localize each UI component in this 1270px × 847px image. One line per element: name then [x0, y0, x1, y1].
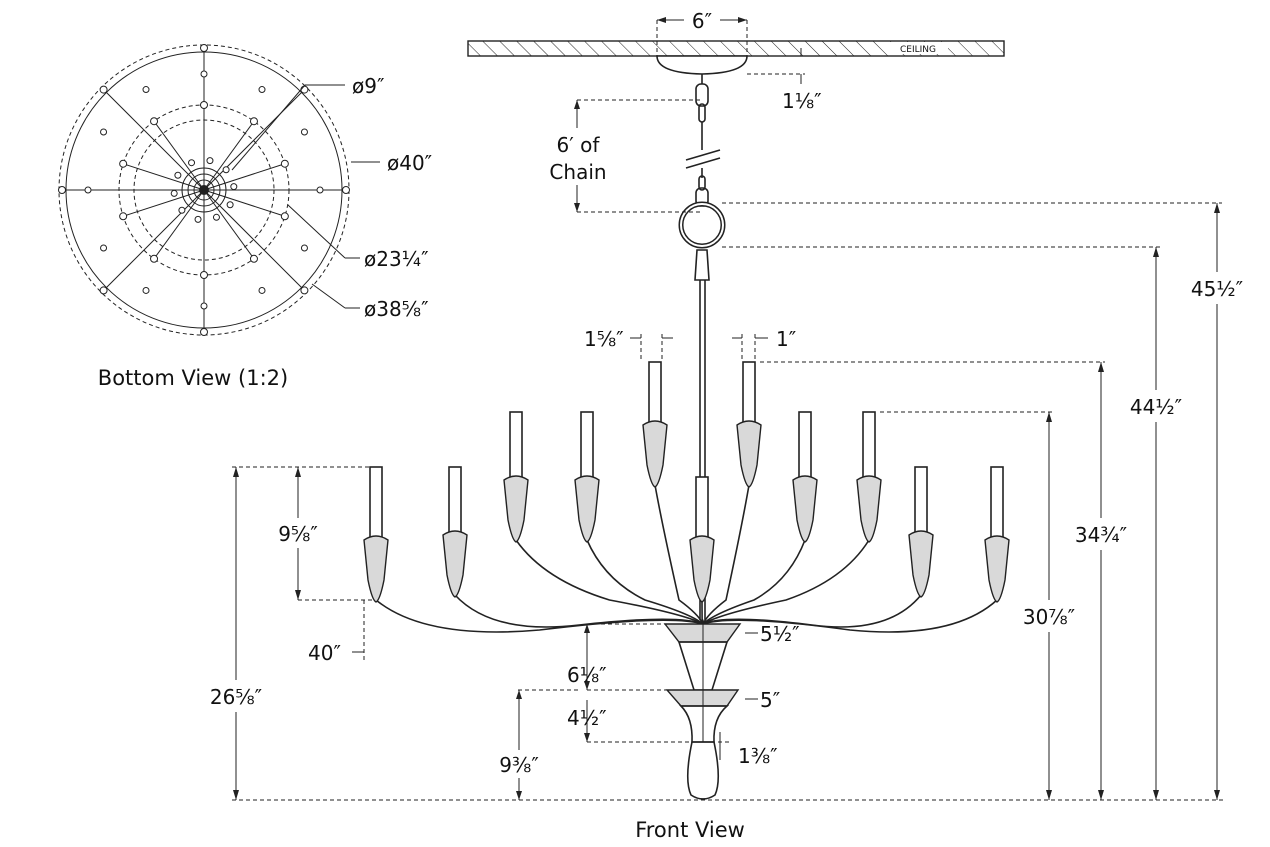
arm: [654, 484, 704, 625]
front-view-title: Front View: [635, 818, 745, 842]
outer-socket-dot: [58, 186, 66, 194]
spoke-inner: [153, 189, 205, 260]
ceiling-label: CEILING: [900, 45, 936, 55]
inner-socket-dot: [119, 212, 128, 221]
canopy: [656, 55, 748, 75]
arm: [454, 594, 704, 628]
outer-socket-dot: [300, 286, 309, 295]
dim-cup-to-finial: 4½″: [567, 706, 607, 730]
chain: [678, 74, 726, 281]
socket-cup: [689, 535, 715, 603]
bottom-view-spokes: [58, 44, 350, 336]
arm: [702, 539, 806, 625]
dim-canopy-width: 6″: [692, 9, 712, 33]
leader-38: [311, 283, 346, 309]
arms: [375, 484, 998, 633]
dim-label-40-dia: ø40″: [387, 151, 432, 175]
dim-bottom-section: 9⅜″: [499, 753, 539, 777]
arm: [375, 599, 704, 633]
spoke-outer: [103, 89, 205, 191]
chain-label-line1: 6′ of: [557, 133, 601, 157]
socket-cup: [363, 535, 389, 603]
upper-cup: [663, 623, 742, 691]
dim-second-tier-height: 30⅞″: [1023, 605, 1075, 629]
spoke-inner: [203, 189, 285, 217]
socket-cup: [442, 530, 468, 598]
outer-socket-dot: [99, 286, 108, 295]
inner-socket-dot: [200, 101, 208, 109]
spoke-inner: [123, 163, 205, 191]
leader-9: [231, 84, 306, 171]
inner-socket-dot: [249, 254, 258, 263]
outer-socket-dot: [200, 44, 208, 52]
spoke-outer: [103, 189, 205, 291]
socket-cup: [642, 420, 668, 488]
socket-cup: [574, 475, 600, 543]
arm: [702, 484, 750, 625]
inner-socket-dot: [249, 117, 258, 126]
inner-socket-dot: [280, 159, 289, 168]
spoke-inner: [203, 189, 255, 260]
dim-overall-height: 45½″: [1191, 277, 1243, 301]
dim-candle-height: 9⅝″: [278, 522, 318, 546]
sockets: [363, 361, 1010, 603]
spoke-outer: [203, 89, 305, 191]
arm: [702, 599, 998, 633]
dim-span: 40″: [308, 641, 341, 665]
front-view: CEILING 6″ 1⅛″: [204, 8, 1249, 842]
outer-socket-dot: [300, 85, 309, 94]
dim-finial: 1⅜″: [738, 744, 778, 768]
dim-label-9: ø9″: [352, 74, 384, 98]
socket-cup: [908, 530, 934, 598]
chain-label-line2: Chain: [549, 160, 606, 184]
socket-cup: [984, 535, 1010, 603]
leader-23: [287, 204, 346, 259]
inner-socket-dot: [150, 254, 159, 263]
dim-lower-tier-height: 26⅝″: [210, 685, 262, 709]
dim-label-38: ø38⅝″: [364, 297, 429, 321]
arm: [702, 539, 870, 625]
spoke-outer: [203, 189, 305, 291]
inner-socket-dot: [280, 212, 289, 221]
finial: [686, 741, 720, 800]
dim-lower-cup: 5″: [760, 688, 780, 712]
bottom-view: ø9″ ø40″ ø23¼″ ø38⅝″ Bottom View (1:2): [58, 44, 432, 390]
socket-cup: [856, 475, 882, 543]
spoke-inner: [123, 189, 205, 217]
socket-cup: [736, 420, 762, 488]
lower-cup: [665, 689, 740, 743]
outer-socket-dot: [342, 186, 350, 194]
inner-socket-dot: [200, 271, 208, 279]
arm: [515, 539, 704, 625]
arm: [702, 594, 922, 628]
bottom-view-title: Bottom View (1:2): [98, 366, 288, 390]
dim-label-23: ø23¼″: [364, 247, 429, 271]
dim-top-tier-height: 34¾″: [1075, 523, 1127, 547]
dim-canopy-height: 1⅛″: [782, 89, 822, 113]
dim-socket-spacing: 1⅝″: [584, 327, 624, 351]
dim-height-to-loop: 44½″: [1130, 395, 1182, 419]
inner-socket-dot: [150, 117, 159, 126]
inner-socket-dot: [119, 159, 128, 168]
outer-socket-dot: [200, 328, 208, 336]
spoke-inner: [203, 163, 285, 191]
dim-cup-gap: 6⅛″: [567, 663, 607, 687]
arm: [586, 539, 704, 625]
spoke-inner: [153, 120, 205, 191]
socket-cup: [503, 475, 529, 543]
outer-socket-dot: [99, 85, 108, 94]
dim-upper-cup: 5½″: [760, 622, 800, 646]
dim-socket-width: 1″: [776, 327, 796, 351]
socket-cup: [792, 475, 818, 543]
spoke-inner: [203, 120, 255, 191]
